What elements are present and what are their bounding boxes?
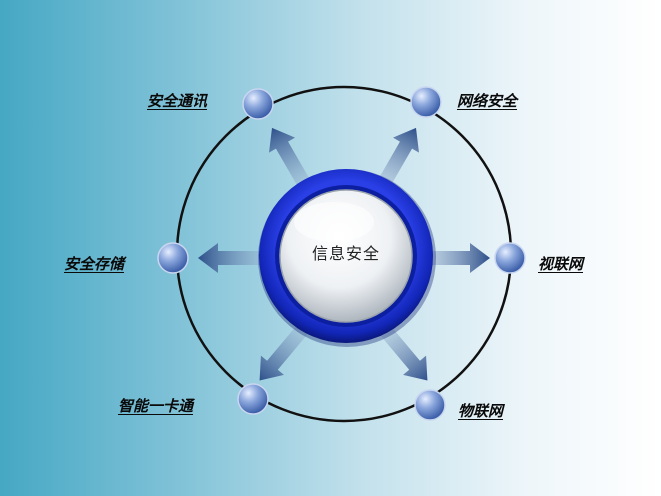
node-label-bottom-right: 物联网 — [458, 402, 504, 420]
arrow-top-left — [269, 127, 312, 189]
node-ball-top-right — [410, 86, 442, 118]
arrow-right — [424, 243, 490, 273]
arrow-left — [198, 243, 264, 273]
node-label-top-left: 安全通讯 — [147, 92, 208, 110]
node-label-right: 视联网 — [538, 255, 584, 273]
center-title: 信息安全 — [311, 244, 380, 263]
node-balls — [157, 86, 526, 421]
node-label-bottom-left: 智能一卡通 — [118, 397, 194, 415]
node-ball-left — [157, 242, 189, 274]
arrows — [198, 127, 490, 381]
arrow-bottom-left — [259, 325, 308, 381]
node-ball-bottom-left — [237, 383, 269, 415]
node-ball-bottom-right — [414, 389, 446, 421]
arrow-top-right — [376, 127, 419, 189]
node-label-top-right: 网络安全 — [457, 92, 518, 110]
node-ball-right — [494, 242, 526, 274]
center-hub — [258, 169, 436, 347]
arrow-bottom-right — [379, 325, 428, 381]
node-ball-top-left — [242, 88, 274, 120]
node-label-left: 安全存储 — [64, 255, 125, 273]
